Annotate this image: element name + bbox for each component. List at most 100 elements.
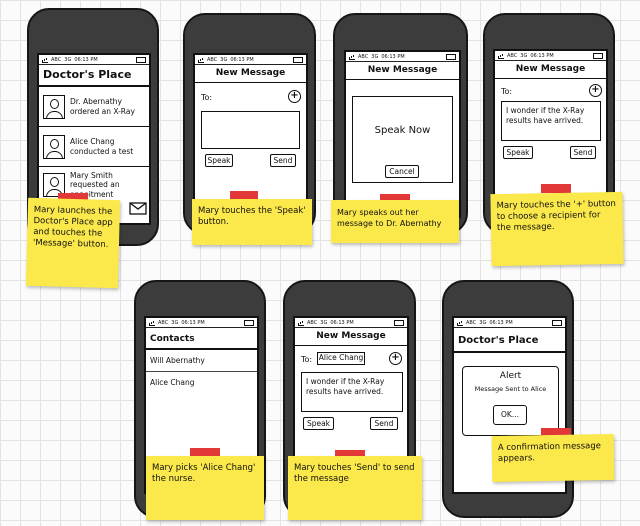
- status-bar: ABC 3G 06:13 PM: [195, 55, 306, 65]
- signal-icon: [457, 320, 463, 326]
- send-button[interactable]: Send: [570, 146, 596, 159]
- time-label: 06:13 PM: [230, 56, 254, 63]
- feed-text: requested an appoitment: [70, 180, 120, 199]
- phone-7: ABC 3G 06:13 PM Doctor's Place Alert Mes…: [442, 280, 574, 518]
- person-icon: [43, 94, 65, 119]
- feed-text: conducted a test: [70, 146, 134, 156]
- feed-text: ordered an X-Ray: [70, 106, 135, 116]
- carrier-label: ABC: [307, 319, 318, 326]
- battery-icon: [136, 56, 146, 63]
- time-label: 06:13 PM: [530, 52, 554, 59]
- message-textarea[interactable]: I wonder if the X-Ray results have arriv…: [301, 372, 403, 412]
- network-label: 3G: [479, 319, 487, 326]
- status-bar: ABC 3G 06:13 PM: [39, 55, 149, 65]
- time-label: 06:13 PM: [181, 319, 205, 326]
- network-label: 3G: [171, 319, 179, 326]
- screen-title: New Message: [495, 61, 606, 79]
- carrier-label: ABC: [507, 52, 518, 59]
- tape: [230, 191, 258, 200]
- contact-item[interactable]: Alice Chang: [150, 378, 195, 387]
- tape: [58, 193, 88, 202]
- app-title: Doctor's Place: [39, 65, 149, 87]
- sticky-note: Mary touches the '+' button to choose a …: [490, 191, 624, 267]
- battery-icon: [552, 319, 562, 326]
- screen-title: New Message: [195, 65, 306, 83]
- message-textarea[interactable]: [201, 111, 300, 149]
- screen-4: ABC 3G 06:13 PM New Message To: + I wond…: [493, 49, 608, 215]
- tape: [335, 450, 365, 459]
- network-label: 3G: [64, 56, 72, 63]
- time-label: 06:13 PM: [489, 319, 513, 326]
- tape: [541, 184, 571, 193]
- battery-icon: [446, 53, 456, 60]
- screen-title: New Message: [295, 328, 407, 346]
- signal-icon: [149, 320, 155, 326]
- cancel-button[interactable]: Cancel: [385, 165, 419, 178]
- speak-button[interactable]: Speak: [205, 154, 233, 167]
- time-label: 06:13 PM: [74, 56, 98, 63]
- battery-icon: [293, 56, 303, 63]
- signal-icon: [498, 53, 504, 59]
- speak-button[interactable]: Speak: [303, 417, 334, 430]
- signal-icon: [298, 320, 304, 326]
- sticky-note: Mary touches 'Send' to send the message: [288, 456, 422, 520]
- network-label: 3G: [520, 52, 528, 59]
- battery-icon: [244, 319, 254, 326]
- network-label: 3G: [220, 56, 228, 63]
- carrier-label: ABC: [466, 319, 477, 326]
- alert-dialog: Alert Message Sent to Alice OK...: [462, 366, 559, 436]
- time-label: 06:13 PM: [330, 319, 354, 326]
- contact-item[interactable]: Will Abernathy: [146, 350, 257, 372]
- recipient-chip[interactable]: Alice Chang: [317, 352, 365, 365]
- sticky-note: Mary touches the 'Speak' button.: [192, 199, 312, 245]
- screen-title: New Message: [346, 62, 459, 80]
- tape: [380, 194, 410, 203]
- status-bar: ABC 3G 06:13 PM: [495, 51, 606, 61]
- network-label: 3G: [320, 319, 328, 326]
- to-label: To:: [301, 355, 313, 364]
- battery-icon: [593, 52, 603, 59]
- tape: [190, 448, 220, 457]
- feed-name: Dr. Abernathy: [70, 97, 122, 106]
- speak-now-label: Speak Now: [374, 125, 431, 136]
- alert-message: Message Sent to Alice: [474, 385, 547, 393]
- battery-icon: [394, 319, 404, 326]
- status-bar: ABC 3G 06:13 PM: [295, 318, 407, 328]
- app-title: Doctor's Place: [454, 328, 565, 353]
- carrier-label: ABC: [207, 56, 218, 63]
- signal-icon: [198, 57, 204, 63]
- plus-icon[interactable]: +: [288, 90, 301, 103]
- person-icon: [43, 173, 65, 197]
- status-bar: ABC 3G 06:13 PM: [146, 318, 257, 328]
- signal-icon: [42, 57, 48, 63]
- carrier-label: ABC: [158, 319, 169, 326]
- phone-1: ABC 3G 06:13 PM Doctor's Place Dr. Abern…: [27, 8, 159, 246]
- to-label: To:: [201, 93, 213, 102]
- carrier-label: ABC: [51, 56, 62, 63]
- plus-icon[interactable]: +: [589, 84, 602, 97]
- screen-1: ABC 3G 06:13 PM Doctor's Place Dr. Abern…: [37, 53, 151, 225]
- sticky-note: Mary picks 'Alice Chang' the nurse.: [146, 456, 264, 520]
- feed-name: Mary Smith: [70, 170, 113, 180]
- send-button[interactable]: Send: [270, 154, 296, 167]
- time-label: 06:13 PM: [381, 53, 405, 60]
- ok-button[interactable]: OK...: [493, 405, 527, 425]
- message-textarea[interactable]: I wonder if the X-Ray results have arriv…: [501, 101, 601, 141]
- person-icon: [43, 134, 65, 159]
- signal-icon: [349, 54, 355, 60]
- envelope-icon[interactable]: [129, 202, 147, 215]
- alert-title: Alert: [499, 371, 522, 381]
- speak-dialog: Speak Now Cancel: [352, 96, 453, 183]
- send-button[interactable]: Send: [370, 417, 398, 430]
- screen-title: Contacts: [146, 328, 257, 350]
- status-bar: ABC 3G 06:13 PM: [454, 318, 565, 328]
- speak-button[interactable]: Speak: [503, 146, 533, 159]
- plus-icon[interactable]: +: [389, 352, 402, 365]
- screen-3: ABC 3G 06:13 PM New Message Speak Now Ca…: [344, 50, 461, 218]
- sticky-note: Mary speaks out her message to Dr. Abern…: [331, 200, 459, 243]
- to-label: To:: [501, 87, 513, 96]
- sticky-note: A confirmation message appears.: [491, 433, 615, 483]
